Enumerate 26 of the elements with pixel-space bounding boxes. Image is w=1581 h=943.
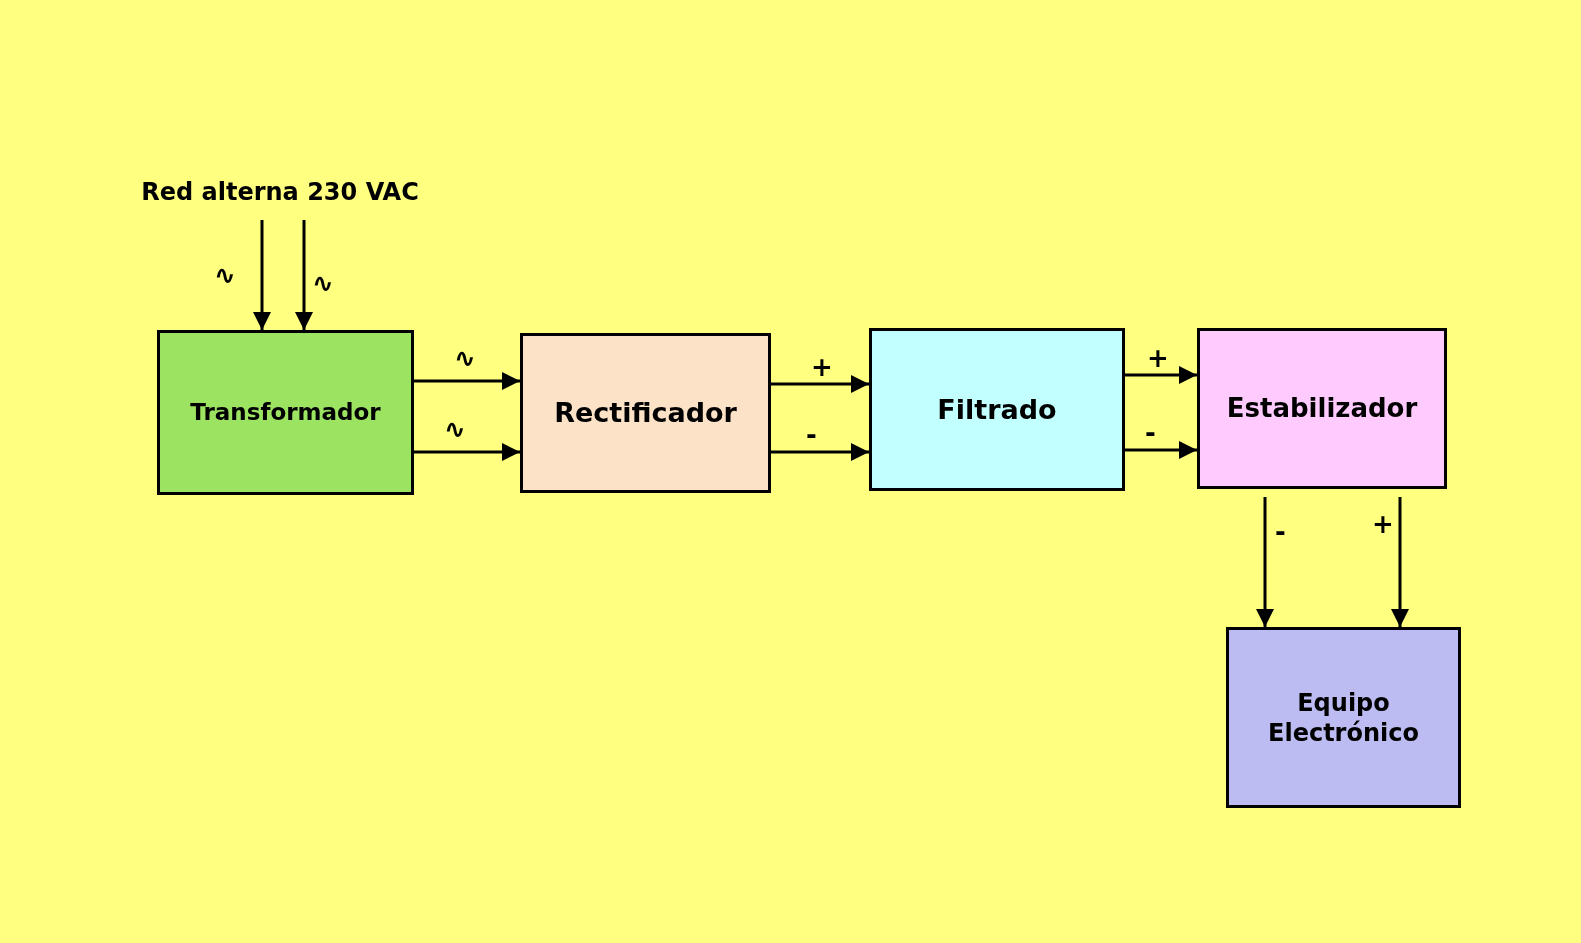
arrow bbox=[414, 372, 520, 390]
arrow bbox=[414, 443, 520, 461]
input-label: Red alterna 230 VAC bbox=[120, 172, 440, 212]
arrow bbox=[253, 220, 271, 330]
edge-label: ∿ bbox=[444, 416, 466, 442]
edge-label: - bbox=[1275, 519, 1286, 545]
edge-label: + bbox=[1147, 345, 1169, 371]
arrow bbox=[771, 443, 869, 461]
block-box: Equipo Electrónico bbox=[1226, 627, 1461, 808]
arrow bbox=[1391, 497, 1409, 627]
arrow bbox=[1125, 441, 1197, 459]
edge-label: ∿ bbox=[214, 262, 236, 288]
edge-label: + bbox=[1372, 511, 1394, 537]
arrow bbox=[1256, 497, 1274, 627]
edge-label: ∿ bbox=[312, 270, 334, 296]
edge-label: - bbox=[1145, 420, 1156, 446]
edge-label: + bbox=[811, 354, 833, 380]
edge-label: ∿ bbox=[454, 345, 476, 371]
block-box: Filtrado bbox=[869, 328, 1125, 491]
arrow bbox=[295, 220, 313, 330]
block-box: Rectificador bbox=[520, 333, 771, 493]
arrow bbox=[771, 375, 869, 393]
block-box: Estabilizador bbox=[1197, 328, 1447, 489]
edge-label: - bbox=[806, 422, 817, 448]
arrow bbox=[1125, 366, 1197, 384]
block-box: Transformador bbox=[157, 330, 414, 495]
